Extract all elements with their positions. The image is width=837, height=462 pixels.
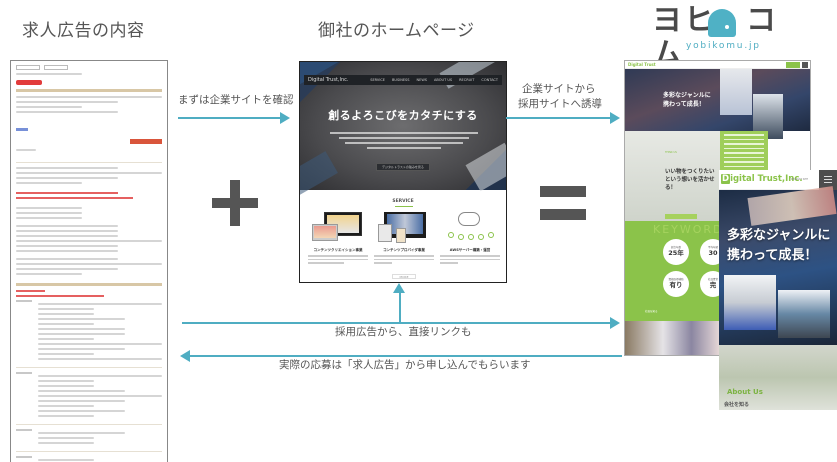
service-card[interactable]: コンテンツプロバイダ事業: [374, 210, 434, 266]
about-subtitle: 会社を知る: [724, 402, 750, 408]
homepage-lead-text: [330, 129, 478, 152]
check-company-site-label: まずは企業サイトを確認: [178, 94, 294, 106]
recruit-hero: 多彩なジャンルに 携わって成長！: [625, 69, 810, 139]
logo-bubble-icon: [708, 9, 736, 37]
about-section: About Us 会社を知る: [719, 345, 837, 410]
recruit-brand[interactable]: Digital Trust: [628, 62, 656, 67]
service-card[interactable]: AWSサーバー構築・運営: [440, 210, 500, 266]
plus-icon: [212, 180, 258, 226]
photo-employee: [720, 69, 752, 115]
homepage-nav: Digital Trust,Inc. SERVICE BUSINESS NEWS…: [304, 75, 502, 85]
mobile-brand[interactable]: Digital Trust,Inc.: [721, 174, 803, 184]
guide-label-line1: 企業サイトから: [522, 83, 596, 95]
homepage-hero-title: 創るよろこびをカタチにする: [328, 109, 478, 122]
arrow-to-recruit-site: [506, 113, 620, 123]
job-ad-document: [10, 60, 168, 462]
homepage-heading: 御社のホームページ: [318, 21, 475, 41]
nav-item-business[interactable]: BUSINESS: [392, 78, 410, 82]
cloud-icon: [440, 210, 500, 245]
arrow-to-homepage: [178, 113, 290, 123]
about-title[interactable]: About Us: [727, 388, 763, 396]
company-culture-link[interactable]: 社風を知る: [645, 310, 658, 313]
homepage-cta-button[interactable]: デジタルトラストの強みを見る: [376, 163, 430, 171]
hamburger-menu-icon[interactable]: [819, 170, 837, 190]
yobikomu-logo: ヨヒコム yobikomu.jp: [652, 4, 802, 72]
logo-wordmark: ヨヒコム: [652, 3, 778, 72]
homepage-brand[interactable]: Digital Trust,Inc.: [308, 77, 349, 83]
think-section: THINK US いい物をつくりたいという想いを活かせる！: [625, 131, 720, 221]
job-site-logo: [16, 80, 42, 85]
equals-icon: [540, 186, 586, 220]
recruit-site-mobile: Digital Trust,Inc. RECRUIT SITE 多彩なジャンルに…: [719, 170, 837, 410]
arrow-direct-link: [182, 318, 620, 328]
guide-label-line2: 採用サイトへ誘導: [518, 98, 602, 110]
entry-button[interactable]: [786, 62, 800, 68]
office-photo: [625, 321, 720, 355]
services-title: SERVICE: [392, 199, 414, 204]
apply-via-ad-label: 実際の応募は「求人広告」から申し込んでもらいます: [279, 359, 531, 371]
think-more-button[interactable]: [665, 214, 697, 219]
nav-item-service[interactable]: SERVICE: [370, 78, 386, 82]
nav-item-news[interactable]: NEWS: [416, 78, 428, 82]
nav-item-contact[interactable]: CONTACT: [481, 78, 498, 82]
direct-link-label: 採用広告から、直接リンクも: [335, 326, 472, 338]
logo-url: yobikomu.jp: [686, 41, 761, 51]
more-button[interactable]: MORE: [392, 274, 416, 279]
arrow-up-to-homepage: [394, 283, 404, 322]
mobile-hero: 多彩なジャンルに携わって成長！: [719, 186, 837, 345]
photo-employee: [724, 275, 776, 330]
photo-employee: [778, 290, 830, 338]
nav-item-about[interactable]: ABOUT US: [434, 78, 453, 82]
menu-icon[interactable]: [802, 62, 808, 68]
job-ad-heading: 求人広告の内容: [22, 21, 145, 41]
stat-circle: 資格取得補助有り: [663, 271, 689, 297]
homepage-screenshot: Digital Trust,Inc. SERVICE BUSINESS NEWS…: [299, 61, 507, 283]
nav-item-recruit[interactable]: RECRUIT: [459, 78, 475, 82]
arrow-apply-via-ad: [180, 351, 622, 361]
service-card[interactable]: コンテンツクリエイション事業: [308, 210, 368, 266]
